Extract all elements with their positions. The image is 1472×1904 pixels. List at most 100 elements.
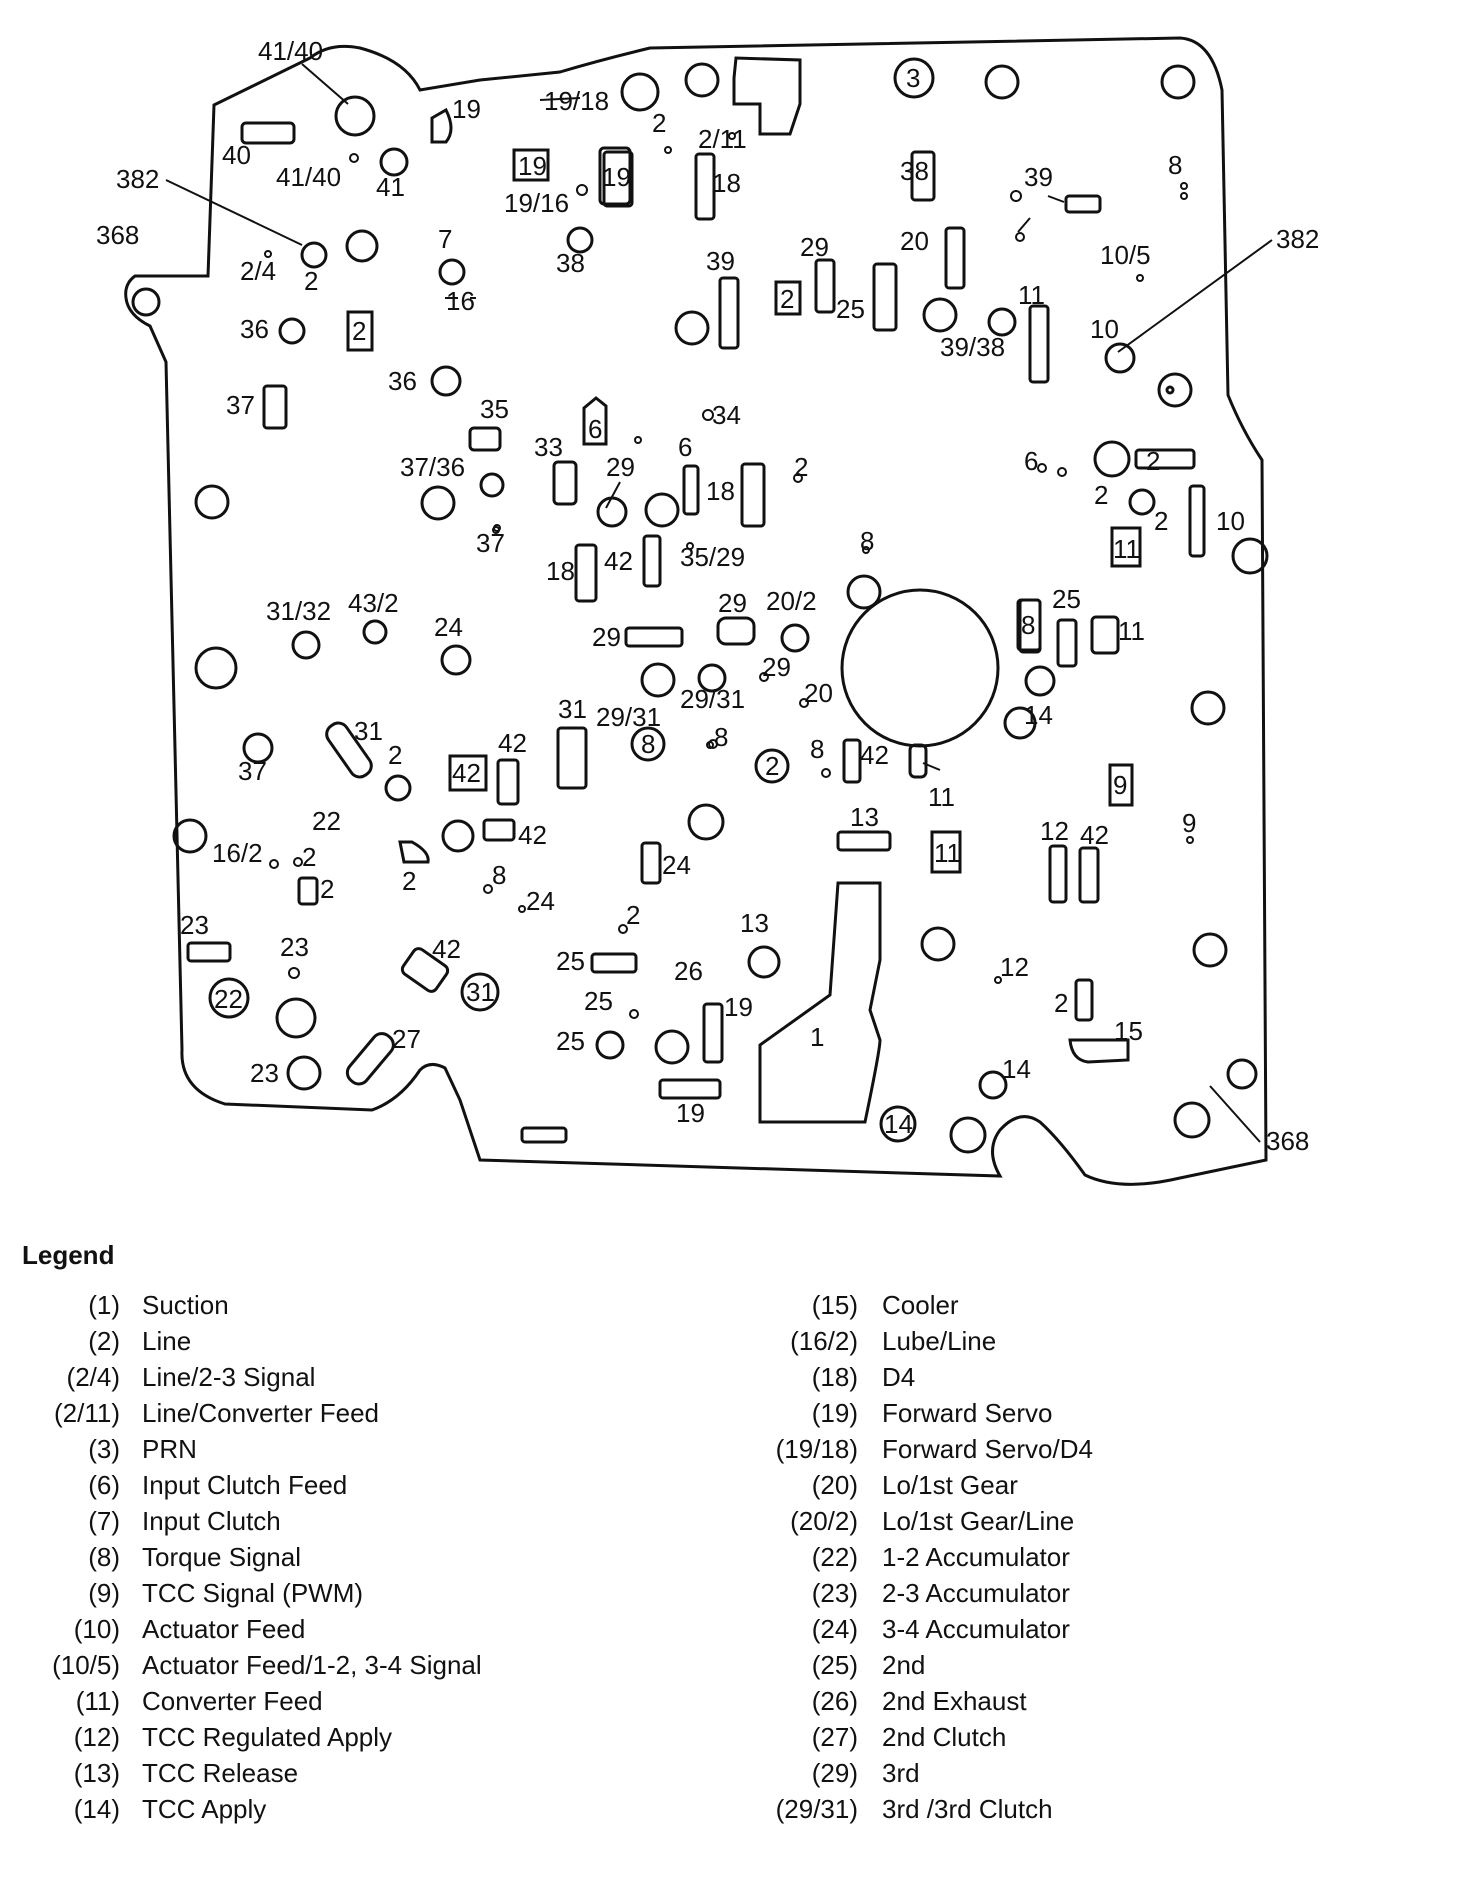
label: 38	[556, 248, 585, 278]
legend-desc: Forward Servo/D4	[882, 1434, 1093, 1464]
label: 42	[518, 820, 547, 850]
legend-desc: PRN	[142, 1434, 197, 1464]
label: 39/38	[940, 332, 1005, 362]
legend-code: (10)	[73, 1614, 120, 1644]
legend-code: (2/11)	[54, 1398, 120, 1428]
label: 36	[240, 314, 269, 344]
legend-code: (19)	[811, 1398, 858, 1428]
legend-desc: Torque Signal	[142, 1542, 301, 1572]
boxed-label: 11	[1113, 534, 1140, 564]
legend-desc: 2-3 Accumulator	[882, 1578, 1070, 1608]
label: 2	[794, 452, 808, 482]
legend-desc: Input Clutch	[142, 1506, 281, 1536]
diagram-labels: 41/40 19 19/18 2 41/40 41 2/11 18 38 39 …	[96, 36, 1319, 1156]
legend-code: (8)	[88, 1542, 120, 1572]
label: 19	[676, 1098, 705, 1128]
label: 26	[674, 956, 703, 986]
label: 19/16	[504, 188, 569, 218]
circled-label: 14	[884, 1109, 913, 1139]
legend-desc: Cooler	[882, 1290, 959, 1320]
label: 37	[476, 528, 505, 558]
label: 33	[534, 432, 563, 462]
legend-code: (3)	[88, 1434, 120, 1464]
label: 31	[354, 716, 383, 746]
port-slots	[186, 121, 1206, 1144]
legend-code: (18)	[811, 1362, 858, 1392]
legend-desc: 3rd /3rd Clutch	[882, 1794, 1053, 1824]
label: 14	[1002, 1054, 1031, 1084]
label: 41	[376, 172, 405, 202]
legend-code: (1)	[88, 1290, 120, 1320]
label: 22	[312, 806, 341, 836]
boxed-label: 2	[780, 284, 794, 314]
boxed-label: 19	[518, 151, 547, 181]
circled-label: 31	[466, 977, 495, 1007]
label: 25	[556, 946, 585, 976]
label: 41/40	[276, 162, 341, 192]
legend-desc: 3-4 Accumulator	[882, 1614, 1070, 1644]
label: 29	[718, 588, 747, 618]
label: 41/40	[258, 36, 323, 66]
legend-desc: Converter Feed	[142, 1686, 323, 1716]
label: 29	[592, 622, 621, 652]
legend-desc: 2nd	[882, 1650, 926, 1680]
boxed-label: 2	[352, 316, 366, 346]
label: 9	[1182, 808, 1196, 838]
label: 8	[492, 860, 506, 890]
label: 24	[662, 850, 691, 880]
label: 8	[1168, 150, 1182, 180]
legend-code: (25)	[811, 1650, 858, 1680]
label: 29	[606, 452, 635, 482]
label: 12	[1000, 952, 1029, 982]
label: 37/36	[400, 452, 465, 482]
label: 43/2	[348, 588, 399, 618]
label: 19	[452, 94, 481, 124]
boxed-labels: 19 19 2 2 6 11 8 42 11 9	[346, 146, 1142, 874]
circled-label: 8	[641, 729, 655, 759]
central-bore	[840, 588, 1000, 748]
label: 8	[810, 734, 824, 764]
label: 20/2	[766, 586, 817, 616]
label: 10/5	[1100, 240, 1151, 270]
label: 42	[432, 934, 461, 964]
label: 31/32	[266, 596, 331, 626]
label: 20	[900, 226, 929, 256]
label: 42	[498, 728, 527, 758]
label: 35/29	[680, 542, 745, 572]
label: 36	[388, 366, 417, 396]
label: 2	[302, 842, 316, 872]
legend-desc: Line/2-3 Signal	[142, 1362, 316, 1392]
label: 2	[304, 266, 318, 296]
valve-body-plate-diagram: 41/40 19 19/18 2 41/40 41 2/11 18 38 39 …	[96, 36, 1319, 1186]
label: 368	[96, 220, 139, 250]
circled-labels: 3 8 2 22 31 14	[208, 57, 935, 1143]
legend-desc: Line	[142, 1326, 192, 1356]
legend-desc: Input Clutch Feed	[142, 1470, 348, 1500]
label: 2	[1154, 506, 1168, 536]
label: 6	[678, 432, 692, 462]
label: 2	[1146, 446, 1160, 476]
label: 2/4	[240, 256, 276, 286]
label: 2	[1094, 480, 1108, 510]
label: 25	[584, 986, 613, 1016]
angled-slots	[325, 56, 1130, 1086]
legend-code: (11)	[75, 1686, 120, 1716]
label: 10	[1216, 506, 1245, 536]
label: 7	[438, 224, 452, 254]
label: 19	[724, 992, 753, 1022]
label: 1	[810, 1022, 824, 1052]
legend-code: (26)	[811, 1686, 858, 1716]
label: 382	[1276, 224, 1319, 254]
legend-code: (19/18)	[775, 1434, 858, 1464]
legend-code: (23)	[811, 1578, 858, 1608]
legend-desc: TCC Regulated Apply	[142, 1722, 393, 1752]
legend-title: Legend	[22, 1240, 115, 1270]
circled-label: 2	[765, 751, 779, 781]
label: 35	[480, 394, 509, 424]
label: 8	[860, 526, 874, 556]
label: 29/31	[680, 684, 745, 714]
legend-desc: 2nd Exhaust	[882, 1686, 1027, 1716]
legend-code: (20)	[811, 1470, 858, 1500]
legend-code: (24)	[811, 1614, 858, 1644]
plate-outline	[124, 36, 1268, 1186]
